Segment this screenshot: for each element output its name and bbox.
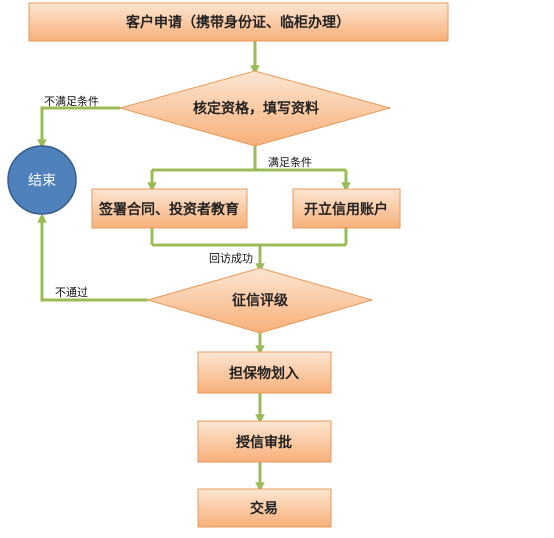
node-approve: 授信审批 — [197, 420, 332, 463]
node-sign: 签署合同、投资者教育 — [91, 188, 248, 229]
node-account: 开立信用账户 — [292, 188, 401, 229]
arrow-verify-to-end — [37, 106, 120, 149]
node-apply-label: 客户申请（携带身份证、临柜办理） — [125, 14, 350, 31]
node-credit: 征信评级 — [146, 267, 374, 334]
node-collateral: 担保物划入 — [197, 351, 332, 394]
label-visit: 回访成功 — [209, 252, 253, 265]
node-trade: 交易 — [197, 488, 332, 528]
node-apply: 客户申请（携带身份证、临柜办理） — [28, 2, 449, 42]
node-approve-label: 授信审批 — [236, 434, 292, 451]
node-collateral-label: 担保物划入 — [229, 365, 299, 382]
node-end: 结束 — [7, 145, 77, 215]
node-account-label: 开立信用账户 — [304, 201, 388, 218]
connectors — [37, 41, 351, 492]
node-end-label: 结束 — [28, 173, 56, 189]
arrow-credit-to-end — [37, 213, 148, 302]
node-verify-label: 核定资格，填写资料 — [193, 100, 319, 117]
node-credit-label: 征信评级 — [232, 292, 289, 309]
label-met: 满足条件 — [268, 155, 312, 169]
label-unmet: 不满足条件 — [44, 94, 99, 108]
label-fail: 不通过 — [55, 286, 88, 299]
node-sign-label: 签署合同、投资者教育 — [98, 201, 239, 218]
node-verify: 核定资格，填写资料 — [118, 70, 392, 147]
node-trade-label: 交易 — [250, 500, 278, 517]
